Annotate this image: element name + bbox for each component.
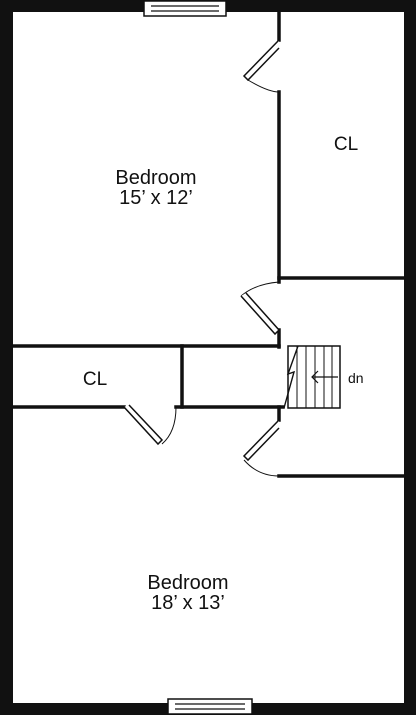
door-bottom-bedroom-hall bbox=[242, 419, 280, 477]
stairs-label: dn bbox=[348, 370, 364, 386]
stairs-arrow-icon bbox=[311, 370, 338, 384]
room-size-top: 15’ x 12’ bbox=[119, 187, 193, 209]
window-bottom bbox=[167, 698, 253, 715]
closet-label-right: CL bbox=[334, 134, 358, 155]
room-name-bottom: Bedroom bbox=[147, 572, 228, 594]
room-name-top: Bedroom bbox=[115, 167, 196, 189]
door-left-closet bbox=[123, 404, 177, 446]
door-top-bedroom-closet bbox=[242, 39, 280, 93]
room-size-bottom: 18’ x 13’ bbox=[151, 592, 225, 614]
door-top-bedroom-hall bbox=[240, 281, 281, 336]
closet-label-left: CL bbox=[83, 369, 107, 390]
window-top bbox=[143, 0, 227, 17]
interior-walls bbox=[11, 10, 406, 478]
